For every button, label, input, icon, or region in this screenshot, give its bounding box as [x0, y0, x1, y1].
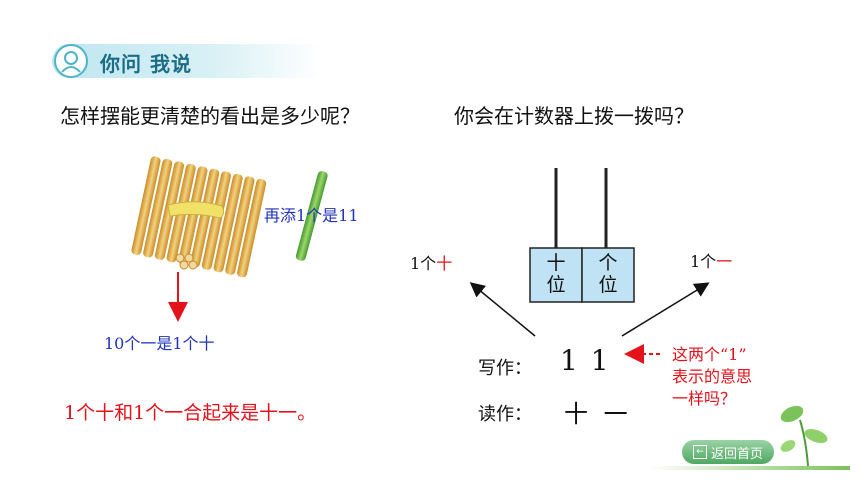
one-ten-label: 1个十: [410, 250, 452, 274]
reading-value: 十 一: [564, 400, 632, 428]
section-header-bar: [52, 44, 322, 78]
person-thinking-icon: [54, 44, 88, 78]
question-note-line-2: 表示的意思: [672, 367, 753, 386]
tens-place-char-2: 位: [546, 274, 566, 296]
ones-arrow: [621, 282, 710, 337]
one-one-label: 1个一: [690, 248, 732, 272]
add-one-label: 再添1个是11: [264, 206, 359, 225]
one-one-word: 一: [716, 252, 733, 271]
abacus-counter: [529, 168, 635, 303]
one-one-prefix: 1个: [690, 252, 717, 271]
writing-value: 1 1: [560, 344, 611, 377]
section-title: 你问 我说: [100, 52, 192, 76]
back-arrow-icon: ←: [692, 445, 707, 459]
one-ten-prefix: 1个: [410, 254, 437, 273]
question-note-line-3: 一样吗？: [672, 389, 737, 408]
question-note-line-1: 这两个“1”: [672, 345, 747, 364]
tens-arrow: [469, 282, 536, 337]
reading-label: 读作：: [478, 404, 532, 425]
home-button-label: 返回首页: [710, 446, 763, 462]
bundle-of-ten-sticks: [131, 156, 267, 278]
tens-place-label: 十 位: [544, 252, 568, 296]
sprout-icon: [780, 405, 828, 467]
question-note: 这两个“1” 表示的意思 一样吗？: [672, 344, 752, 410]
home-button[interactable]: ← 返回首页: [682, 440, 774, 464]
ones-place-char-2: 位: [598, 274, 618, 296]
writing-label: 写作：: [478, 358, 532, 379]
ones-place-char-1: 个: [598, 252, 618, 274]
single-stick: [295, 171, 328, 261]
tens-place-char-1: 十: [546, 252, 566, 274]
question-left: 怎样摆能更清楚的看出是多少呢？: [60, 104, 360, 128]
question-right: 你会在计数器上拨一拨吗？: [454, 104, 694, 128]
one-ten-word: 十: [436, 254, 453, 273]
footer-line: [650, 466, 850, 470]
ones-place-label: 个 位: [596, 252, 620, 296]
conclusion-text: 1个十和1个一合起来是十一。: [64, 402, 317, 424]
bundle-label: 10个一是1个十: [104, 334, 215, 353]
